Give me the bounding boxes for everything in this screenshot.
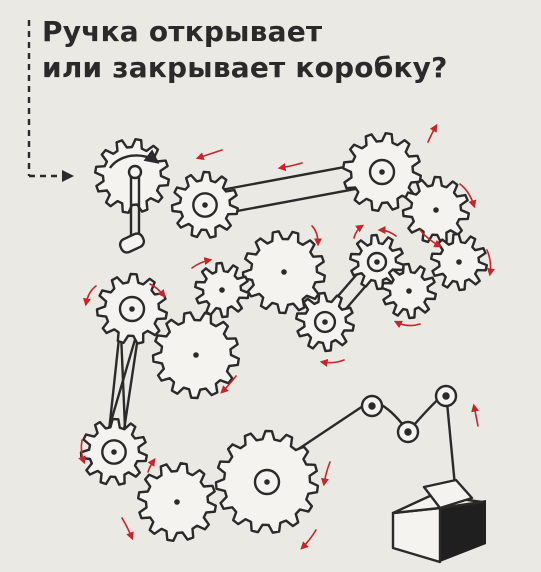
rotation-arrow-icon: [419, 229, 443, 248]
rotation-arrow-icon: [109, 149, 160, 169]
box-icon: [391, 478, 486, 564]
gear-icon: [381, 262, 437, 320]
rotation-arrow-icon: [393, 320, 421, 329]
rotation-arrow-icon: [78, 439, 86, 465]
gear-icon: [241, 230, 326, 315]
rotation-arrow-icon: [319, 358, 345, 367]
puzzle-title: Ручка открывает или закрывает коробку?: [42, 14, 448, 86]
gear-icon: [295, 291, 355, 353]
rotation-arrow-icon: [353, 224, 364, 239]
gear-icon: [79, 417, 148, 486]
gear-icon: [214, 429, 320, 534]
rotation-arrow-icon: [320, 461, 331, 487]
rotation-arrow-icon: [82, 285, 97, 307]
rotation-arrow-icon: [300, 529, 317, 550]
rotation-arrow-icon: [220, 375, 237, 394]
rotation-arrow-icon: [191, 257, 213, 269]
gear-icon: [151, 311, 240, 400]
gear-icon: [170, 170, 239, 239]
title-line-2: или закрывает коробку?: [42, 51, 448, 84]
gear-icon: [401, 175, 470, 244]
pointer-arrow-icon: [27, 20, 74, 182]
rotation-arrow-icon: [486, 249, 495, 277]
title-line-1: Ручка открывает: [42, 15, 323, 48]
gears-layer: [79, 132, 488, 542]
rotation-arrow-icon: [459, 183, 477, 209]
gear-icon: [95, 272, 168, 345]
gear-icon: [430, 232, 488, 292]
gear-icon: [137, 462, 217, 542]
gear-icon: [194, 261, 250, 319]
rotation-arrow-icon: [149, 283, 166, 298]
rotation-arrow-icon: [147, 458, 156, 473]
rotation-arrow-icon: [277, 162, 303, 172]
rotation-arrow-icon: [195, 149, 223, 161]
rotation-arrow-icon: [311, 225, 322, 247]
red-arrows-layer: [78, 123, 495, 550]
crank-handle-icon: [118, 164, 146, 254]
gear-icon: [342, 132, 422, 212]
rotation-arrow-icon: [427, 123, 438, 143]
rotation-arrow-icon: [471, 403, 480, 427]
rotation-arrow-icon: [377, 226, 397, 237]
rotation-arrow-icon: [121, 517, 134, 541]
